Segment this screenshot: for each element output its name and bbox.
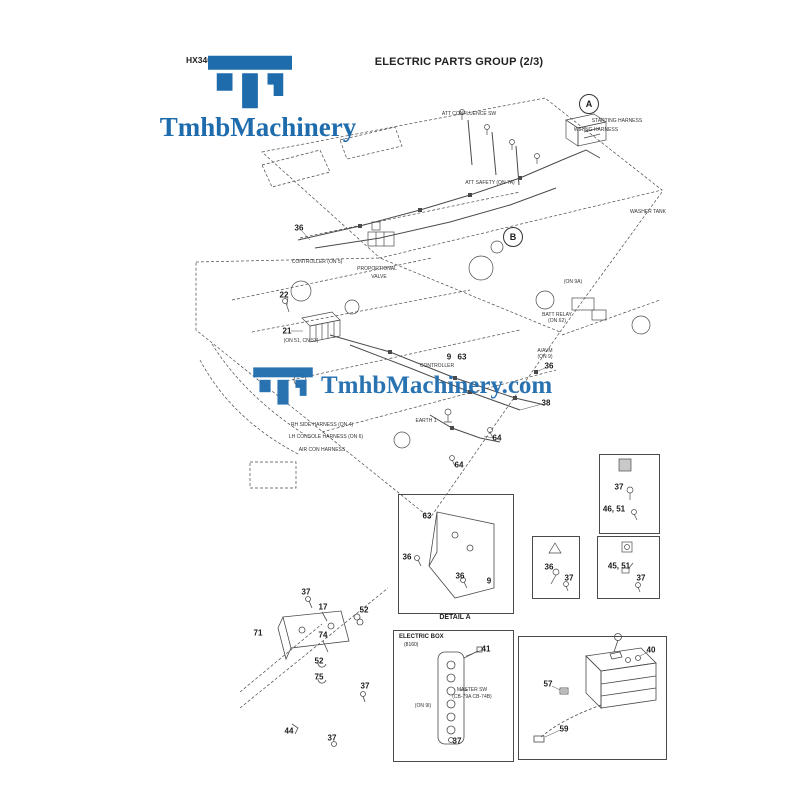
electric-box-title: ELECTRIC BOX [399, 634, 444, 640]
parts-box-right [597, 536, 660, 599]
electric-box [393, 630, 514, 762]
electric-box-subtitle: (8160) [404, 642, 419, 648]
watermark-text: TmhbMachinery.com [321, 372, 553, 399]
brand-logo-icon [208, 55, 292, 109]
parts-box-top-right [599, 454, 660, 534]
detail-a-box [398, 494, 514, 614]
watermark-logo-icon [253, 367, 313, 405]
detail-a-caption: DETAIL A [439, 614, 471, 621]
watermark: TmhbMachinery.com [252, 366, 552, 406]
brand-name: TmhbMachinery [159, 112, 357, 142]
page-title: ELECTRIC PARTS GROUP (2/3) [374, 56, 544, 68]
console-box [518, 636, 667, 760]
parts-box-warning [532, 536, 580, 599]
brand-logo [206, 54, 294, 115]
model-code: HX340HD [186, 55, 225, 65]
